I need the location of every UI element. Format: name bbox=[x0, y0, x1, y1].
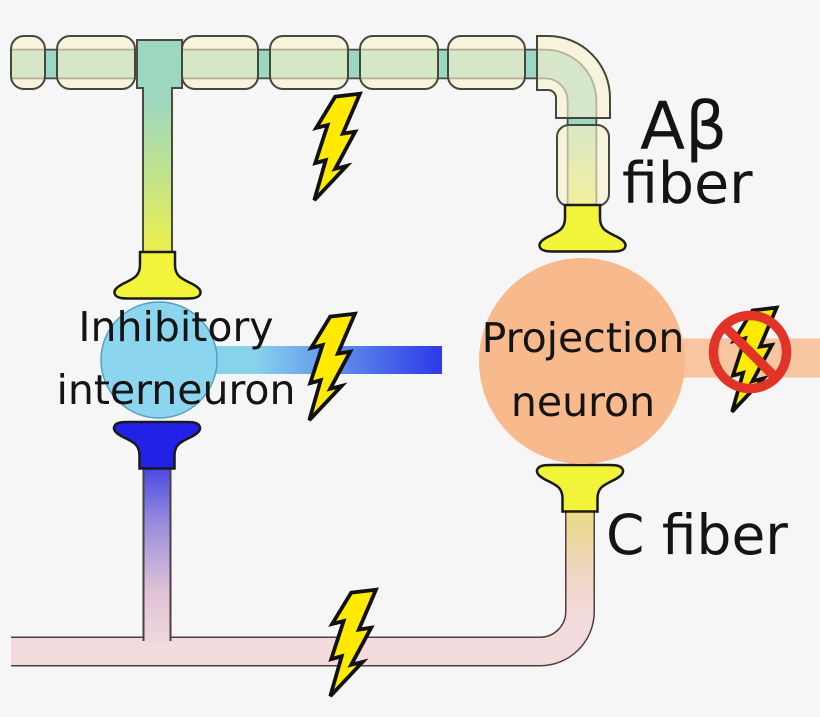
myelin-segment bbox=[10, 35, 46, 90]
prohibition-slash-icon bbox=[720, 322, 780, 382]
projection-neuron-label: Projection neuron bbox=[458, 306, 708, 434]
myelin-sheath bbox=[10, 35, 611, 207]
signal-icons bbox=[307, 91, 378, 699]
myelin-segment bbox=[556, 124, 610, 207]
interneuron-soma bbox=[100, 301, 218, 419]
ab-branch bbox=[136, 39, 183, 255]
prohibition-ring-icon bbox=[708, 310, 792, 394]
c-axon bbox=[11, 503, 594, 665]
ab-fiber bbox=[10, 35, 627, 300]
ab-fiber-label-line1: Aβ bbox=[640, 88, 728, 165]
projection-label-line2: neuron bbox=[510, 378, 656, 426]
ab-fiber-label-line2: fiber bbox=[622, 151, 753, 217]
ab-terminal-on-interneuron bbox=[113, 250, 202, 300]
c-terminal-on-interneuron bbox=[112, 420, 202, 470]
myelin-segment bbox=[359, 35, 439, 90]
ab-terminal-on-projection bbox=[538, 203, 627, 253]
lightning-bolt-icon bbox=[312, 91, 362, 203]
inhibitory-label-line1: Inhibitory bbox=[78, 303, 274, 351]
blocked-signal-sign bbox=[708, 305, 792, 414]
inhibitory-label-line2: interneuron bbox=[56, 366, 296, 414]
myelin-segment bbox=[269, 35, 349, 90]
c-fiber-label: C fiber bbox=[606, 503, 788, 567]
myelin-segment bbox=[181, 35, 259, 90]
c-fiber bbox=[11, 420, 625, 667]
projection-soma bbox=[479, 258, 685, 464]
myelin-segment bbox=[447, 35, 526, 90]
myelin-segment-elbow bbox=[536, 35, 611, 119]
c-axon-outline bbox=[11, 501, 595, 667]
inhibitory-interneuron-label: Inhibitory interneuron bbox=[40, 296, 312, 422]
projection-label-line1: Projection bbox=[481, 314, 685, 362]
c-branch bbox=[143, 464, 171, 642]
myelin-segment bbox=[56, 35, 136, 90]
